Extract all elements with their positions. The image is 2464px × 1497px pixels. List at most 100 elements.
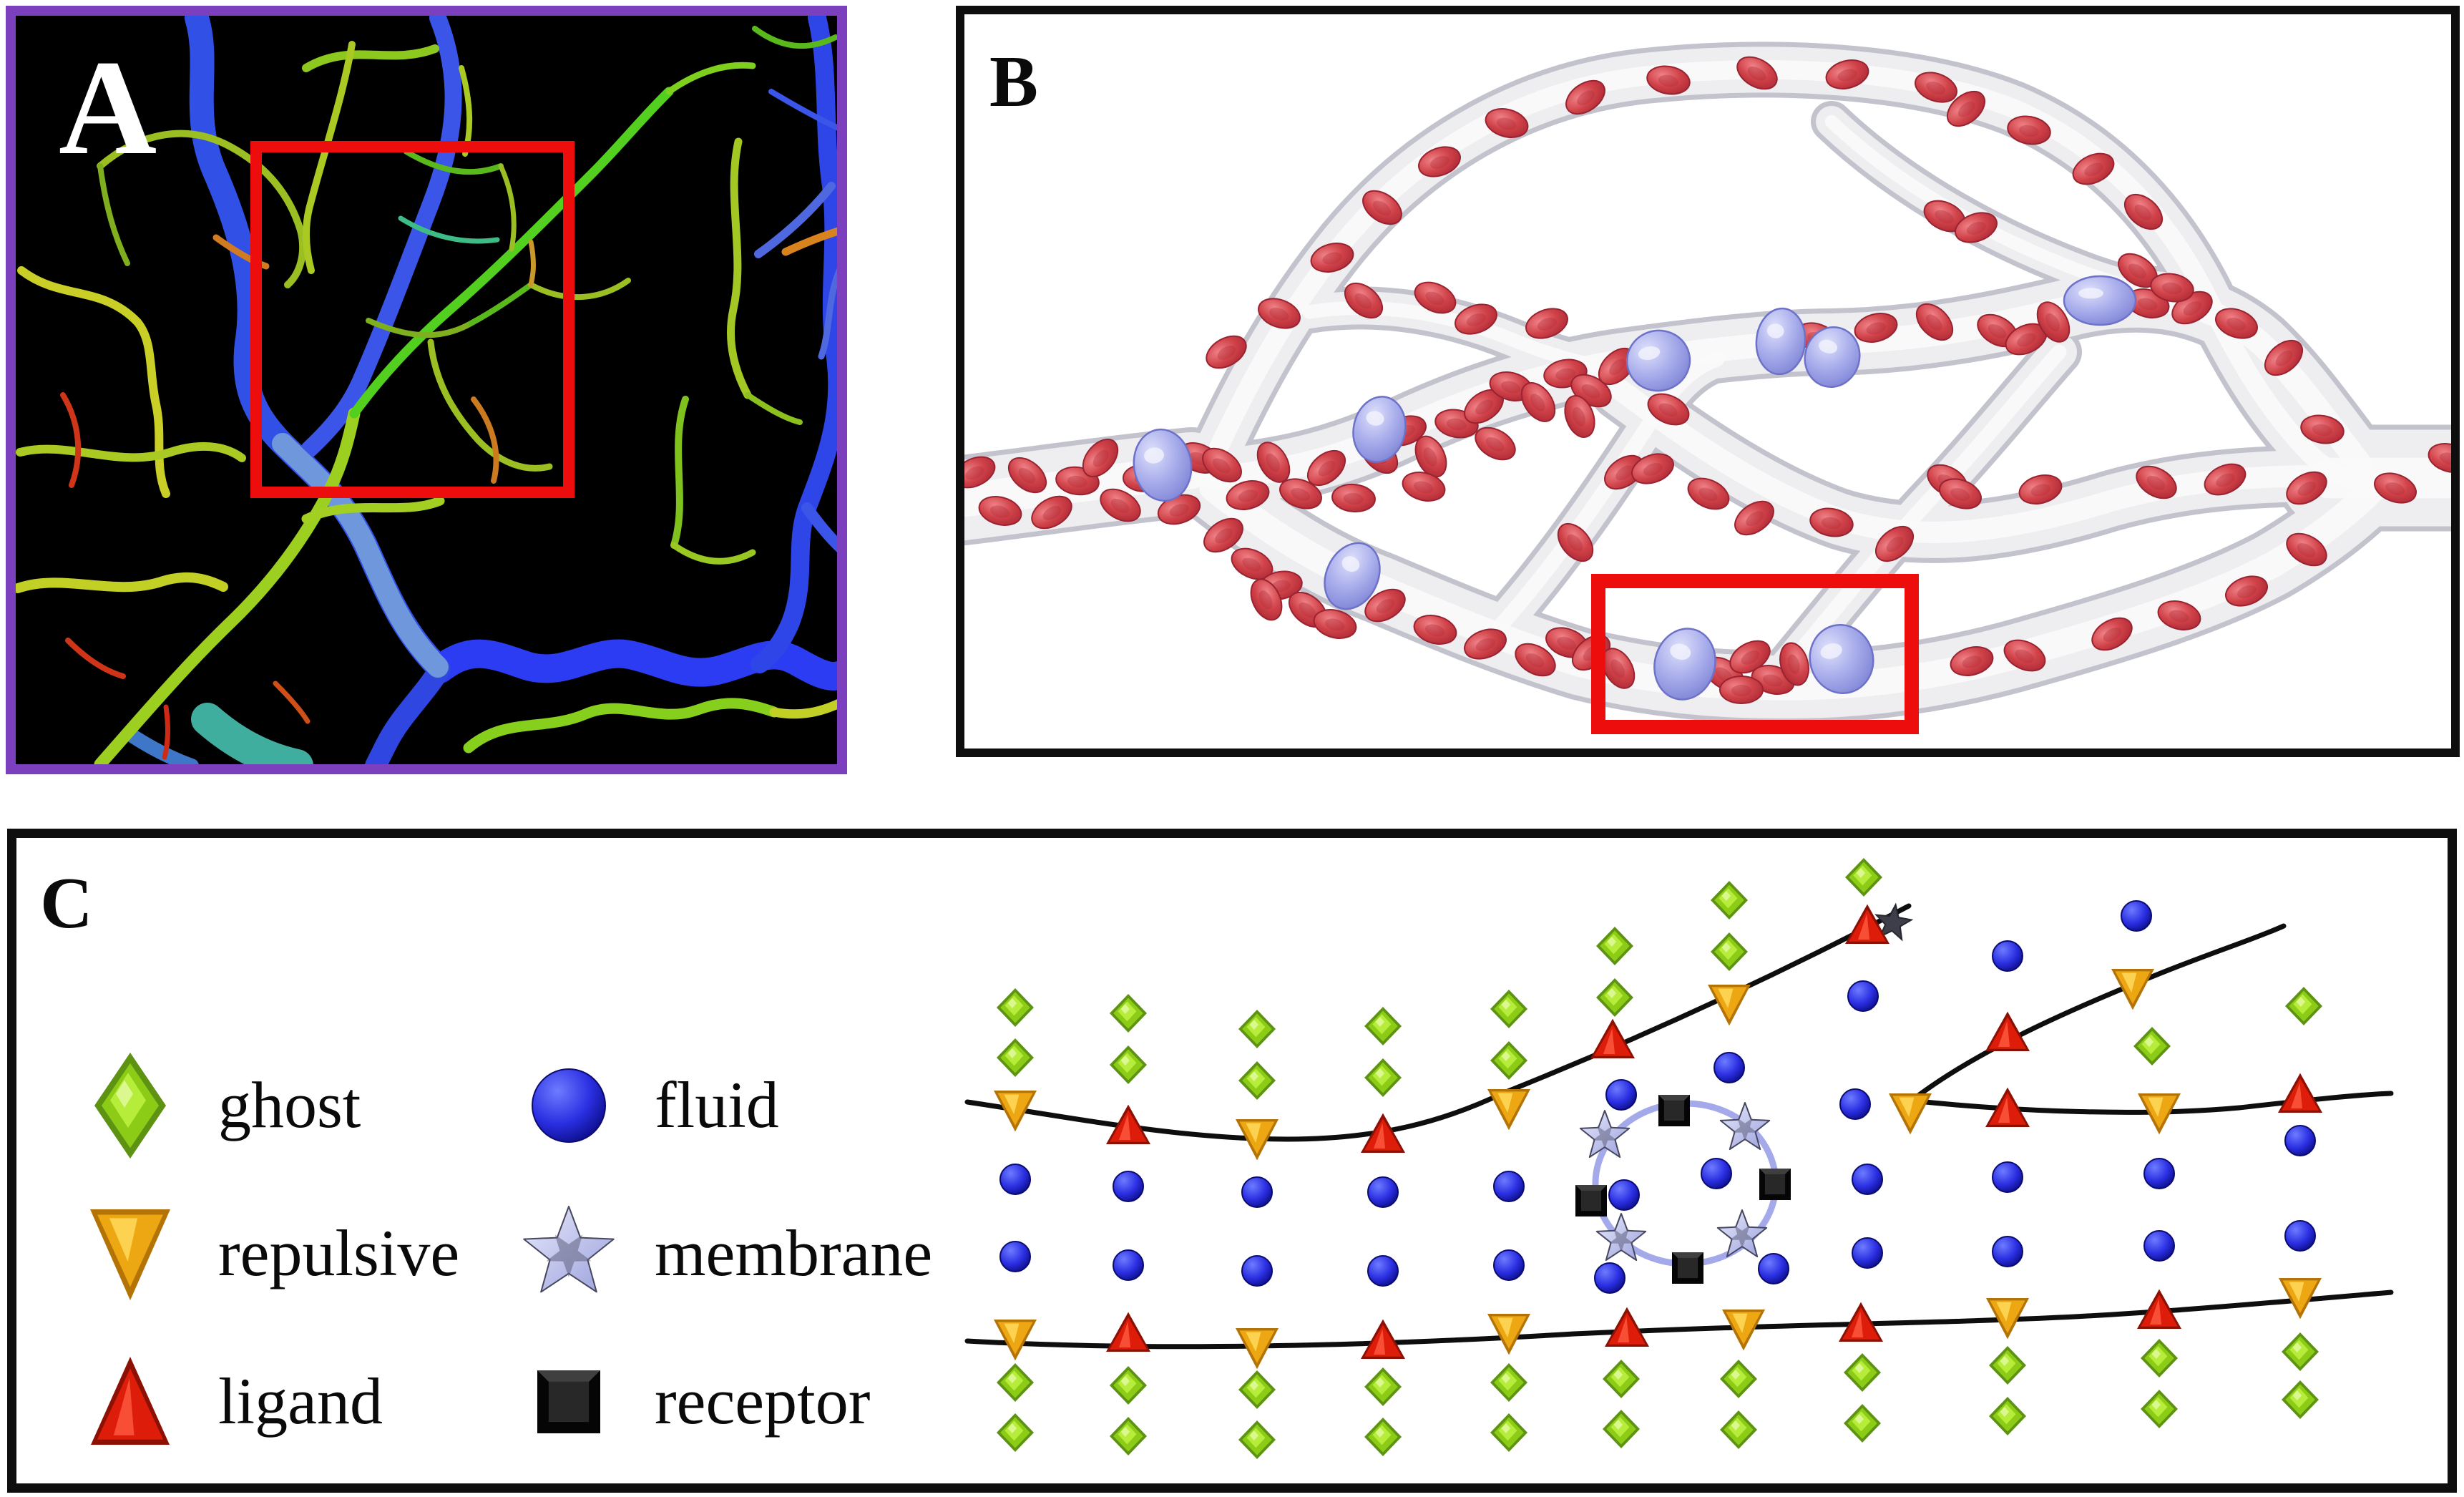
receptor-particle	[1658, 1095, 1690, 1126]
vessel-segment	[60, 392, 82, 488]
rbc-body	[964, 456, 996, 489]
ghost-particle	[2282, 1332, 2319, 1371]
ghost-particle	[1364, 1058, 1402, 1097]
panel-b-microvessel-simulation	[956, 6, 2460, 757]
rbc-body	[1250, 578, 1283, 621]
fluid-particle	[1701, 1158, 1732, 1189]
rbc-dimple	[1581, 384, 1600, 399]
ligand-highlight	[1373, 1123, 1386, 1149]
ghost-highlight	[1501, 1423, 1511, 1434]
rbc-dimple	[2440, 452, 2451, 465]
red-blood-cell	[1598, 347, 1636, 386]
receptor-particle	[1759, 1169, 1791, 1200]
ghost-highlight	[2000, 1407, 2010, 1418]
circulating-cell-body	[2063, 275, 2137, 326]
rbc-dimple	[1557, 637, 1577, 650]
rbc-dimple	[1950, 488, 1970, 501]
rbc-body	[1031, 495, 1072, 530]
ghost-highlight	[1007, 1373, 1017, 1384]
repulsive-highlight	[1899, 1097, 1915, 1118]
ghost-particle	[1238, 1420, 1276, 1459]
red-blood-cell	[1414, 281, 1457, 314]
red-blood-cell	[1231, 547, 1273, 580]
rbc-body	[1950, 646, 1994, 676]
fluid-sphere	[2143, 1230, 2175, 1262]
rbc-dimple	[2161, 282, 2182, 295]
ghost-particle	[1110, 1366, 1147, 1405]
ghost-highlight	[2296, 997, 2306, 1008]
circulating-cell	[1755, 307, 1807, 376]
receptor-face	[1677, 1257, 1698, 1279]
fluid-particle	[2143, 1230, 2175, 1262]
ghost-highlight	[1731, 1370, 1741, 1380]
panel-c-label: C	[40, 863, 93, 944]
fluid-sphere	[1594, 1262, 1625, 1294]
ghost-highlight	[1501, 1000, 1511, 1010]
membrane-star-facet	[546, 1234, 592, 1277]
ghost-highlight	[2151, 1400, 2161, 1410]
rbc-body	[1226, 480, 1270, 510]
rbc-body	[1719, 676, 1764, 704]
repulsive-particle	[1708, 985, 1751, 1026]
circulating-cell-highlight	[1820, 643, 1842, 659]
fluid-particle	[1608, 1179, 1640, 1211]
rbc-body	[1203, 517, 1243, 553]
rbc-body	[1647, 393, 1690, 426]
fluid-sphere	[532, 1068, 606, 1143]
vessel-segment	[273, 681, 311, 724]
roi-box-a	[250, 141, 575, 498]
red-blood-cell	[1515, 643, 1556, 677]
vessel-segment	[801, 502, 837, 552]
panel-c-canvas: ghostrepulsiveligandfluidmembranerecepto…	[90, 858, 2394, 1459]
red-blood-cell	[1031, 495, 1072, 530]
ligand-particle	[1839, 1302, 1883, 1342]
fluid-sphere	[1113, 1171, 1144, 1202]
vessel-segment	[498, 163, 517, 252]
vessel-segment	[818, 268, 837, 360]
circulating-cell	[1133, 428, 1193, 502]
red-blood-cell	[2428, 443, 2451, 473]
legend-symbol-receptor	[537, 1370, 600, 1433]
fluid-sphere	[1992, 940, 2023, 972]
ghost-particle	[1989, 1397, 2026, 1435]
rbc-dimple	[1215, 528, 1233, 544]
rbc-body	[1007, 457, 1047, 494]
red-blood-cell	[1719, 676, 1764, 704]
repulsive-particle	[994, 1320, 1037, 1361]
receptor-face	[548, 1381, 590, 1423]
rbc-body	[2072, 152, 2115, 185]
fluid-particle	[1594, 1262, 1625, 1294]
legend-symbol-repulsive	[90, 1209, 170, 1301]
rbc-body	[1734, 500, 1774, 536]
rbc-dimple	[1266, 453, 1280, 472]
rbc-dimple	[1092, 449, 1109, 467]
red-blood-cell	[2123, 193, 2164, 230]
rbc-dimple	[990, 505, 1010, 518]
receptor-bevel	[1575, 1185, 1607, 1191]
rbc-dimple	[2312, 424, 2332, 437]
fluid-sphere	[1992, 1161, 2023, 1193]
ghost-particle	[1490, 1041, 1527, 1080]
circulating-cell	[1653, 628, 1716, 701]
rbc-dimple	[2297, 482, 2317, 496]
ghost-particle	[1596, 927, 1633, 965]
repulsive-highlight	[1497, 1093, 1513, 1113]
rbc-dimple	[965, 466, 984, 480]
circulating-cell	[1809, 624, 1874, 694]
fluid-sphere	[1241, 1176, 1273, 1208]
vessel-tube-highlight	[1201, 59, 2400, 492]
rbc-dimple	[1485, 437, 1505, 452]
fluid-sphere	[1113, 1249, 1144, 1281]
fluid-particle	[1605, 1079, 1637, 1111]
red-blood-cell	[1923, 200, 1966, 233]
rbc-dimple	[1258, 590, 1273, 610]
rbc-dimple	[1376, 599, 1395, 613]
rbc-body	[1310, 243, 1354, 273]
fluid-sphere	[1367, 1176, 1399, 1208]
dark_star-particle	[1874, 902, 1914, 942]
fluid-sphere	[1605, 1079, 1637, 1111]
red-blood-cell	[1564, 395, 1595, 438]
rbc-body	[1687, 477, 1730, 510]
red-blood-cell	[964, 456, 996, 489]
ligand-particle	[1590, 1018, 1635, 1058]
